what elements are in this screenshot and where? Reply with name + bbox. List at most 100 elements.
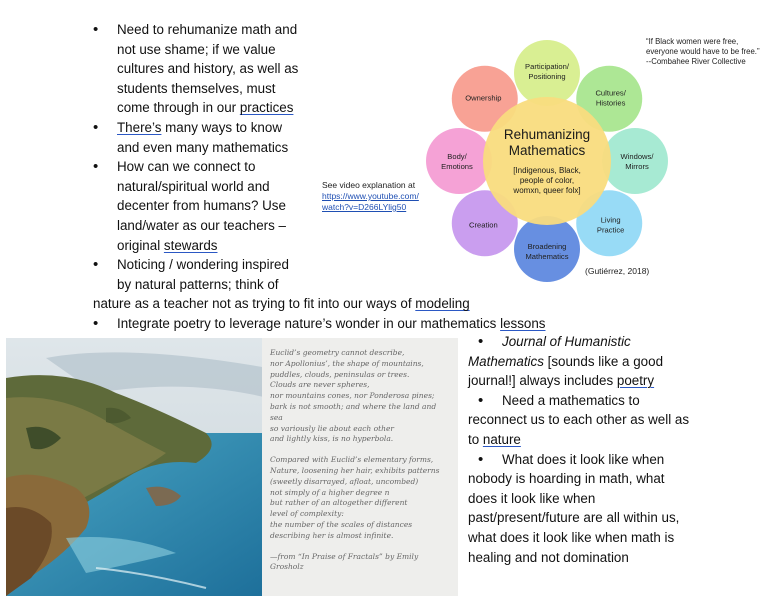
diagram-petal xyxy=(514,216,580,282)
poem-line: puddles, clouds, peninsulas or trees. xyxy=(270,369,410,379)
poem-line: the number of the scales of distances xyxy=(270,519,413,529)
bullet-line: Mathematics [sounds like a good xyxy=(468,352,698,372)
quote-attribution: --Combahee River Collective xyxy=(646,57,746,66)
bullet-line: and even many mathematics xyxy=(117,139,289,155)
poem-line: (sweetly disarrayed, afloat, uncombed) xyxy=(270,476,419,486)
bullet-line: past/present/future are all within us, xyxy=(468,510,680,526)
diagram-petal xyxy=(426,128,492,194)
video-note: See video explanation at https://www.you… xyxy=(322,180,419,213)
bullet-text: journal!] always includes xyxy=(468,373,617,389)
bullet-line: by natural patterns; think of xyxy=(117,276,279,292)
diagram-petal-label: Mathematics xyxy=(525,252,568,261)
diagram-petal-label: Practice xyxy=(597,226,624,235)
bullet-noticing: Noticing / wondering inspired by natural… xyxy=(93,255,323,294)
journal-title: Journal of Humanistic xyxy=(502,334,631,349)
bullet-text: come through in our xyxy=(117,100,240,116)
bullet-text: nature as a teacher not as trying to fit… xyxy=(93,296,416,312)
video-link[interactable]: https://www.youtube.com/ xyxy=(322,191,419,201)
bullet-line: There’s many ways to know xyxy=(117,118,323,138)
diagram-center-subtitle: womxn, queer folx] xyxy=(512,186,580,195)
diagram-petal-label: Cultures/ xyxy=(595,88,626,97)
spell-underlined-word: lessons xyxy=(500,315,546,331)
bullet-text: What does it look like when xyxy=(502,451,665,467)
diagram-petal-label: Histories xyxy=(596,98,626,107)
diagram-petal xyxy=(451,65,518,132)
poem-line: Nature, loosening her hair, exhibits pat… xyxy=(270,465,440,475)
bullet-line: nobody is hoarding in math, what xyxy=(468,471,665,487)
diagram-petal-label: Broadening xyxy=(528,242,567,251)
video-link[interactable]: watch?v=D266LYlig50 xyxy=(322,202,407,212)
bullet-noticing-continuation: nature as a teacher not as trying to fit… xyxy=(93,294,503,314)
bullet-rehumanize: Need to rehumanize math and not use sham… xyxy=(93,20,323,118)
fractals-poem: Euclid’s geometry cannot describe, nor A… xyxy=(262,338,458,596)
bullet-line: Noticing / wondering inspired xyxy=(117,257,289,273)
diagram-citation: (Gutiérrez, 2018) xyxy=(585,266,650,276)
diagram-center-title: Rehumanizing xyxy=(504,127,590,142)
journal-title: Mathematics xyxy=(468,353,544,369)
quote-line: “If Black women were free, xyxy=(646,37,739,46)
bullet-line: cultures and history, as well as xyxy=(117,61,299,77)
bullet-line: reconnect us to each other as well as xyxy=(468,412,690,428)
poem-line: and lightly kiss, is no hyperbola. xyxy=(270,434,394,444)
diagram-center-title: Mathematics xyxy=(509,143,586,158)
bullet-line: not use shame; if we value xyxy=(117,41,276,57)
bullet-text: Integrate poetry to leverage nature’s wo… xyxy=(117,315,501,331)
bullet-text: Need a mathematics to xyxy=(502,392,640,408)
quote-line: everyone would have to be free.” xyxy=(646,47,760,56)
diagram-petal-label: Positioning xyxy=(528,72,565,81)
diagram-petal xyxy=(602,128,668,194)
poem-line: nor mountains cones, nor Ponderosa pines… xyxy=(270,391,435,401)
poem-source: —from “In Praise of Fractals” by Emily G… xyxy=(270,551,419,572)
spell-underlined-word: stewards xyxy=(163,237,218,253)
bullet-text: [sounds like a good xyxy=(543,353,664,369)
bullet-line: What does it look like when xyxy=(468,450,698,470)
bullet-line: How can we connect to xyxy=(117,159,256,175)
bullet-line: original stewards xyxy=(117,236,323,256)
spell-underlined-word: nature xyxy=(482,431,521,447)
diagram-petal xyxy=(514,40,580,106)
diagram-petal-label: Living xyxy=(601,216,621,225)
diagram-petal-label: Windows/ xyxy=(621,152,655,161)
bullet-integrate-poetry: Integrate poetry to leverage nature’s wo… xyxy=(93,314,546,334)
bullet-line: Need a mathematics to xyxy=(468,391,698,411)
poem-line: bark is not smooth; and where the land a… xyxy=(270,401,437,422)
poem-line: Clouds are never spheres, xyxy=(270,380,370,390)
right-bullet-list: Journal of Humanistic Mathematics [sound… xyxy=(468,332,698,567)
poem-stanza-1: Euclid’s geometry cannot describe, nor A… xyxy=(270,348,450,445)
bullet-line: healing and not domination xyxy=(468,549,629,565)
diagram-petal-label: Creation xyxy=(469,221,498,230)
top-bullet-list: Need to rehumanize math and not use sham… xyxy=(93,20,546,334)
diagram-petal-label: Ownership xyxy=(465,93,501,102)
bullet-line: does it look like when xyxy=(468,490,596,506)
spell-underlined-word: There’s xyxy=(117,119,162,135)
poem-line: Euclid’s geometry cannot describe, xyxy=(270,348,405,357)
diagram-petal xyxy=(576,190,643,257)
rehumanizing-diagram-svg: Participation/PositioningCultures/Histor… xyxy=(426,40,668,282)
poem-line: Compared with Euclid’s elementary forms, xyxy=(270,455,434,465)
poem-stanza-2: Compared with Euclid’s elementary forms,… xyxy=(270,455,450,541)
diagram-petal-label: Emotions xyxy=(441,162,473,171)
bullet-line: journal!] always includes poetry xyxy=(468,371,698,391)
bullet-what-does-it-look-like: What does it look like when nobody is ho… xyxy=(468,450,698,568)
diagram-petal-label: Mirrors xyxy=(625,162,649,171)
bullet-line: Journal of Humanistic xyxy=(468,332,698,352)
diagram-center-subtitle: people of color, xyxy=(520,176,574,185)
poem-line: describing her is almost infinite. xyxy=(270,530,394,540)
bullet-line: to nature xyxy=(468,430,698,450)
diagram-petal-label: Participation/ xyxy=(525,62,570,71)
bullet-connect-nature: How can we connect to natural/spiritual … xyxy=(93,157,323,255)
bullet-reconnect: Need a mathematics to reconnect us to ea… xyxy=(468,391,698,450)
poem-line: level of complexity: xyxy=(270,509,344,519)
bullet-text: original xyxy=(117,237,164,253)
bullet-text: many ways to know xyxy=(161,119,282,135)
coastline-image xyxy=(6,338,268,596)
diagram-center-circle xyxy=(483,97,611,225)
video-note-text: See video explanation at xyxy=(322,180,416,190)
poem-line: but rather of an altogether different xyxy=(270,498,408,508)
diagram-center-subtitle: [Indigenous, Black, xyxy=(513,166,581,175)
bullet-line: Need to rehumanize math and xyxy=(117,22,298,37)
bullet-many-ways: There’s many ways to know and even many … xyxy=(93,118,323,157)
bullet-line: land/water as our teachers – xyxy=(117,217,286,233)
bullet-line: come through in our practices xyxy=(117,98,323,118)
bullet-text: to xyxy=(468,431,483,447)
